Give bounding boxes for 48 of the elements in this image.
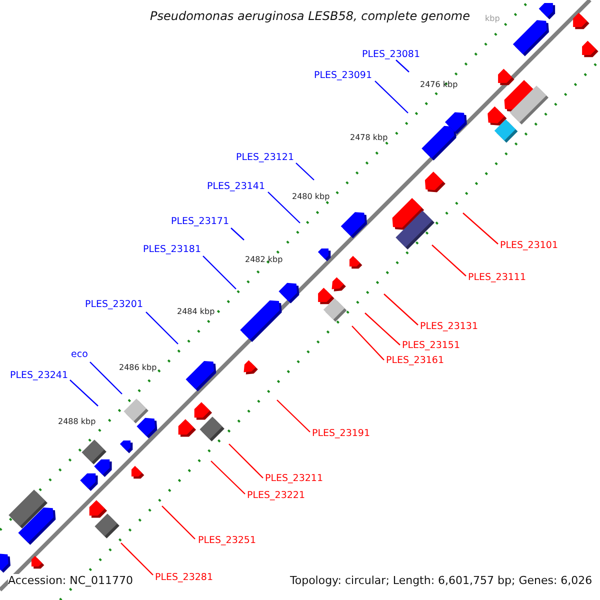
leader-line [296,162,314,180]
gene-label: PLES_23241 [10,369,68,382]
gene-label: eco [71,348,88,361]
scale-label: 2478 kbp [350,132,388,144]
leader-line [268,192,300,224]
scale-label: 2488 kbp [58,416,96,428]
leader-line [146,312,178,344]
leader-line [228,444,264,478]
leader-line [396,60,410,72]
gene-label: PLES_23161 [386,354,444,367]
gene-label: PLES_23101 [500,239,558,252]
leader-line [276,400,310,432]
leader-line [384,294,418,326]
gene-label: PLES_23131 [420,320,478,333]
gene-label: PLES_23111 [468,271,526,284]
gene-label: PLES_23211 [265,472,324,485]
scale-label: 2486 kbp [119,362,157,374]
leader-line [162,506,196,540]
scale-label: 2482 kbp [245,254,283,266]
leader-line [364,312,400,346]
gene-label: PLES_23141 [207,180,266,193]
leader-line [210,460,246,494]
leader-line [352,326,384,360]
leader-line [120,542,154,576]
gene-label: PLES_23121 [236,151,294,164]
genome-info-text: Topology: circular; Length: 6,601,757 bp; Genes: 6,026 [290,574,592,587]
gene-label: PLES_23281 [155,571,214,584]
gene-label: PLES_23251 [198,534,256,547]
leader-line [202,256,236,290]
scale-label: 2480 kbp [292,191,330,203]
gene-label: PLES_23171 [171,215,230,228]
leader-line [432,244,466,276]
leader-line [230,228,244,240]
scale-label: 2484 kbp [177,306,215,318]
gene-label: PLES_23201 [85,298,144,311]
accession-text: Accession: NC_011770 [8,574,134,587]
gene-label: PLES_23091 [314,69,372,82]
gene-label: PLES_23221 [247,489,306,502]
leader-line [462,212,498,244]
gene-label: PLES_23151 [402,339,460,352]
scale-label: 2476 kbp [420,79,458,91]
gene-label: PLES_23191 [312,427,370,440]
gene-label: PLES_23181 [143,243,202,256]
leader-line [374,80,408,114]
leader-line [70,380,98,406]
scale-label: kbp [485,13,500,25]
leader-line [90,362,122,394]
gene-label: PLES_23081 [362,48,420,61]
